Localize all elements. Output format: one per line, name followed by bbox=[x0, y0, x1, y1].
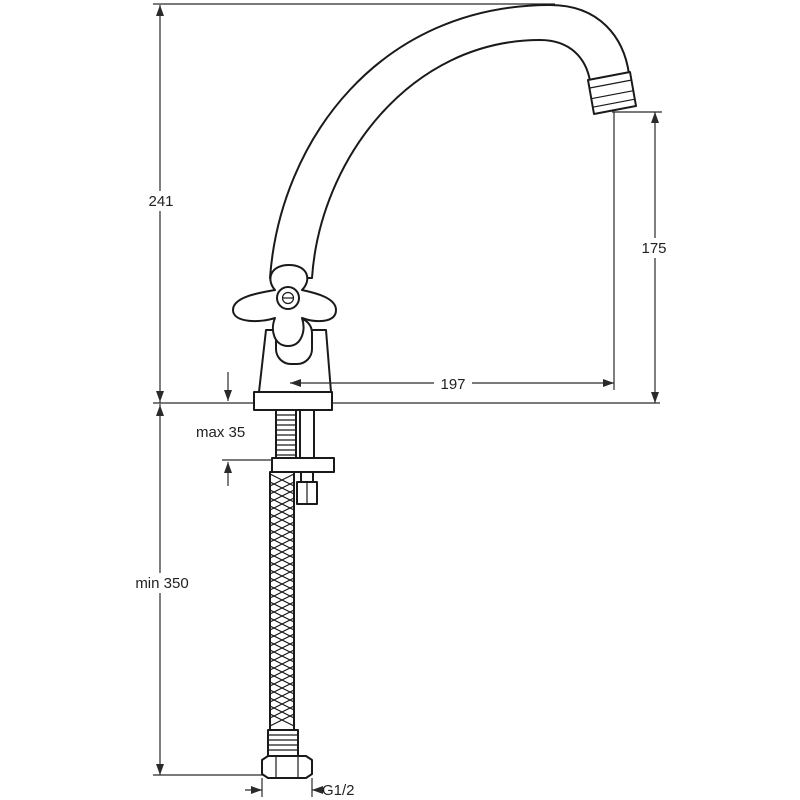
spout-height-label: 175 bbox=[641, 240, 666, 257]
arrow-up bbox=[156, 5, 164, 16]
mounting-rod-lower bbox=[300, 471, 314, 483]
mounting-rod bbox=[299, 409, 315, 459]
arrow-down bbox=[224, 390, 232, 401]
max-thickness-label: max 35 bbox=[196, 424, 245, 441]
spout bbox=[269, 4, 630, 279]
arrow-up bbox=[224, 462, 232, 473]
flexible-hose bbox=[269, 471, 295, 731]
arrow-up bbox=[156, 405, 164, 416]
thread-size-label: G1/2 bbox=[322, 782, 355, 799]
handle-cap-inner bbox=[281, 291, 295, 305]
min-hose-length-label: min 350 bbox=[135, 575, 188, 592]
cross-handle bbox=[232, 264, 337, 347]
label-background bbox=[434, 374, 472, 392]
aerator-stripe bbox=[589, 79, 632, 89]
collar-threads bbox=[268, 734, 298, 751]
overall-height-label: 241 bbox=[148, 193, 173, 210]
aerator-stripe bbox=[591, 90, 634, 100]
arrow-left bbox=[290, 379, 301, 387]
arrow-down bbox=[651, 392, 659, 403]
arrow-up bbox=[651, 112, 659, 123]
arrow-left bbox=[312, 786, 323, 794]
spout-reach-label: 197 bbox=[440, 376, 465, 393]
arrow-right bbox=[251, 786, 262, 794]
hose-braid-line bbox=[269, 713, 295, 727]
base-plate bbox=[253, 391, 333, 411]
arrow-down bbox=[156, 764, 164, 775]
label-background bbox=[125, 573, 199, 593]
shank-threads bbox=[276, 414, 296, 456]
label-background bbox=[636, 238, 672, 258]
aerator-stripe bbox=[592, 98, 635, 108]
label-background bbox=[143, 191, 179, 211]
threaded-shank bbox=[275, 409, 297, 459]
mounting-bracket bbox=[271, 457, 335, 473]
hose-connector-collar bbox=[267, 729, 299, 757]
hose-braid bbox=[269, 473, 295, 727]
arrow-down bbox=[156, 391, 164, 402]
aerator-body bbox=[587, 71, 637, 115]
hex-nut bbox=[261, 755, 313, 779]
arrow-right bbox=[603, 379, 614, 387]
aerator bbox=[587, 71, 637, 115]
